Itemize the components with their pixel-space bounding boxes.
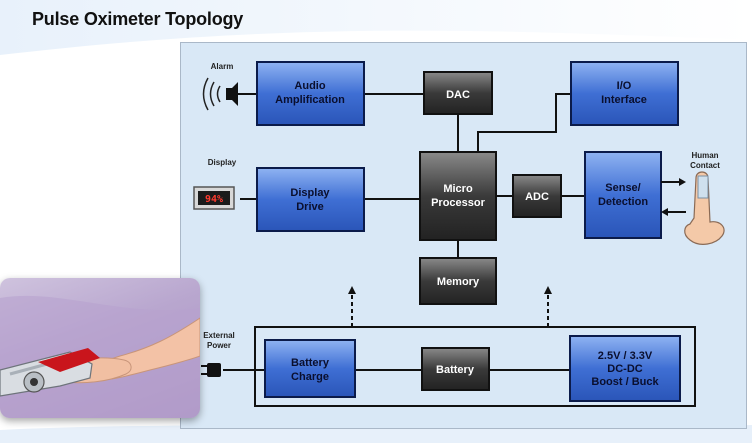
display-drive-label-1: Display — [290, 187, 330, 199]
audio-label-1: Audio — [294, 80, 325, 92]
dcdc-label-2: DC-DC — [607, 363, 642, 375]
micro-label-2: Processor — [431, 197, 486, 209]
external-power-label-2: Power — [207, 341, 231, 350]
display-drive-block: Display Drive — [256, 167, 365, 232]
dcdc-label-3: Boost / Buck — [591, 376, 659, 388]
sense-detection-block: Sense/ Detection — [584, 151, 662, 239]
memory-label: Memory — [437, 276, 480, 288]
io-label-2: Interface — [601, 94, 647, 106]
alarm-label: Alarm — [211, 62, 234, 71]
adc-label: ADC — [525, 191, 549, 203]
human-contact-label-1: Human — [691, 151, 718, 160]
power-plug-icon — [201, 363, 221, 377]
dcdc-label-1: 2.5V / 3.3V — [598, 350, 653, 362]
sense-label-1: Sense/ — [605, 182, 640, 194]
display-label: Display — [208, 158, 237, 167]
finger-pulse-oximeter-photo — [0, 278, 200, 418]
dac-label: DAC — [446, 89, 470, 101]
display-reading: 94% — [205, 194, 223, 205]
battery-block: Battery — [421, 347, 490, 391]
page-title: Pulse Oximeter Topology — [32, 9, 244, 29]
finger-sensor-icon — [661, 171, 725, 245]
adc-block: ADC — [512, 174, 562, 218]
connection-wires — [223, 93, 696, 407]
dac-block: DAC — [423, 71, 493, 115]
lcd-display-icon: 94% — [193, 186, 235, 210]
display-drive-label-2: Drive — [296, 201, 324, 213]
battery-charge-label-1: Battery — [291, 357, 330, 369]
memory-block: Memory — [419, 257, 497, 305]
dcdc-block: 2.5V / 3.3V DC-DC Boost / Buck — [569, 335, 681, 402]
battery-charge-block: Battery Charge — [264, 339, 356, 398]
oximeter-illustration — [0, 295, 200, 418]
human-contact-label-2: Contact — [690, 161, 720, 170]
battery-label: Battery — [436, 364, 475, 376]
microprocessor-block: Micro Processor — [419, 151, 497, 241]
micro-label-1: Micro — [443, 183, 473, 195]
io-label-1: I/O — [617, 80, 632, 92]
speaker-icon — [202, 77, 238, 111]
external-power-label-1: External — [203, 331, 235, 340]
battery-charge-label-2: Charge — [291, 371, 329, 383]
io-interface-block: I/O Interface — [570, 61, 679, 126]
audio-label-2: Amplification — [275, 94, 345, 106]
sense-label-2: Detection — [598, 196, 648, 208]
audio-amplification-block: Audio Amplification — [256, 61, 365, 126]
